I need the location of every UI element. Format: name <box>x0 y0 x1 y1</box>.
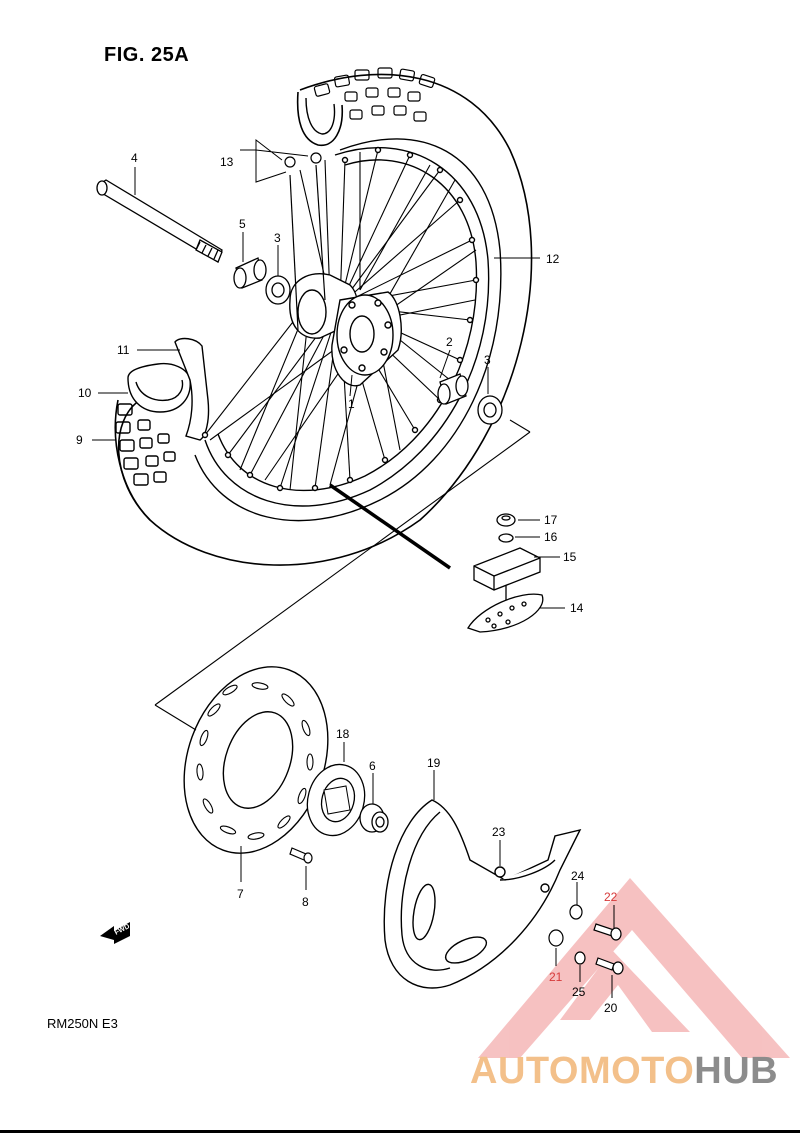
brake-disc <box>183 666 329 854</box>
leader-lines <box>92 138 615 998</box>
bearing-3-right <box>477 395 503 425</box>
callout-9: 9 <box>76 433 83 447</box>
spacer-2 <box>437 373 469 405</box>
callout-8: 8 <box>302 895 309 909</box>
hub-cover-18 <box>306 763 366 837</box>
rim-lock <box>467 513 544 633</box>
callout-20: 20 <box>604 1001 618 1015</box>
wheel-assembly <box>114 67 533 570</box>
callout-5: 5 <box>239 217 246 231</box>
figure-title: FIG. 25A <box>104 44 190 66</box>
callout-17: 17 <box>544 513 558 527</box>
watermark-triangle-icon <box>478 878 790 1058</box>
model-code: RM250N E3 <box>47 1016 118 1031</box>
spoke-nipples <box>201 146 480 492</box>
callout-25: 25 <box>572 985 586 999</box>
callout-2: 2 <box>446 335 453 349</box>
watermark-text-2: HUB <box>694 1050 779 1092</box>
disc-bolt-8 <box>289 847 313 864</box>
callout-13: 13 <box>220 155 234 169</box>
callout-10: 10 <box>78 386 92 400</box>
callout-7: 7 <box>237 887 244 901</box>
watermark-logo: AUTOMOTOHUB <box>470 1050 778 1093</box>
collar-6 <box>359 803 389 833</box>
disc-guard-19 <box>383 799 582 989</box>
spacer-5 <box>233 257 267 289</box>
callout-18: 18 <box>336 727 350 741</box>
callout-1: 1 <box>348 397 355 411</box>
callout-12: 12 <box>546 252 560 266</box>
tyre-tread <box>313 67 436 122</box>
hub <box>289 273 402 387</box>
callout-14: 14 <box>570 601 584 615</box>
callout-4: 4 <box>131 151 138 165</box>
callout-21: 21 <box>549 970 563 984</box>
hardware-20-25 <box>548 904 624 975</box>
callout-16: 16 <box>544 530 558 544</box>
rim-strip <box>174 337 210 441</box>
callout-6: 6 <box>369 759 376 773</box>
callout-15: 15 <box>563 550 577 564</box>
callout-24: 24 <box>571 869 585 883</box>
callout-3-right: 3 <box>484 353 491 367</box>
bearing-3-left <box>265 275 291 305</box>
callout-11: 11 <box>117 343 130 357</box>
front-axle <box>96 179 223 263</box>
assembly-lines <box>154 419 531 731</box>
callout-3-left: 3 <box>274 231 281 245</box>
callout-23: 23 <box>492 825 506 839</box>
tyre-section-left <box>114 399 176 521</box>
fwd-arrow-icon: FWD <box>100 922 131 944</box>
watermark-text-1: AUTOMOTO <box>470 1050 695 1092</box>
screw-13 <box>284 152 326 331</box>
callout-19: 19 <box>427 756 441 770</box>
callout-22: 22 <box>604 890 618 904</box>
